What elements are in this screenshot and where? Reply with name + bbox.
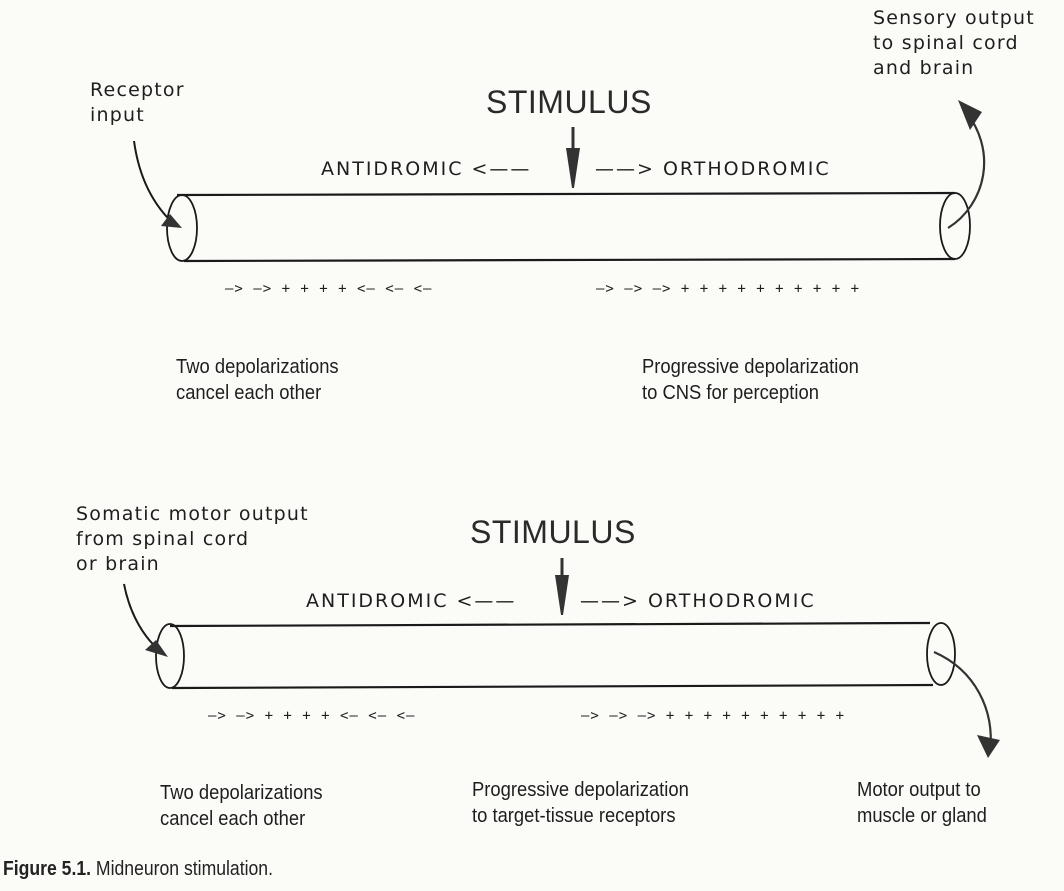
depolarization-sequence-right-motor: —> —> —> + + + + + + + + + + <box>581 708 846 724</box>
somatic-input-arrow <box>123 583 168 657</box>
caption-cancel-sensory: Two depolarizations cancel each other <box>176 356 339 404</box>
somatic-input-label: Somatic motor output from spinal cord or… <box>76 503 309 575</box>
figure-number: Figure 5.1. <box>3 858 92 880</box>
caption-progressive-sensory: Progressive depolarization to CNS for pe… <box>642 356 859 404</box>
depolarization-sequence-left-motor: —> —> + + + + <— <— <— <box>208 708 416 724</box>
receptor-input-label: Receptor input <box>90 79 185 126</box>
stimulus-arrow-motor <box>555 558 569 615</box>
depolarization-sequence-right-sensory: —> —> —> + + + + + + + + + + <box>596 281 861 297</box>
orthodromic-label-motor: ——> ORTHODROMIC <box>580 590 816 612</box>
antidromic-label-sensory: ANTIDROMIC <—— <box>321 158 532 180</box>
axon-cylinder-motor <box>155 621 956 690</box>
antidromic-label-motor: ANTIDROMIC <—— <box>306 590 517 612</box>
stimulus-label-motor: STIMULUS <box>470 514 636 550</box>
figure-caption: Figure 5.1. Midneuron stimulation. <box>3 858 273 881</box>
figure-title: Midneuron stimulation. <box>91 858 273 880</box>
sensory-output-arrow <box>947 100 986 229</box>
sensory-output-label: Sensory output to spinal cord and brain <box>873 7 1035 79</box>
depolarization-sequence-left-sensory: —> —> + + + + <— <— <— <box>225 281 433 297</box>
axon-cylinder-sensory <box>166 191 971 263</box>
caption-cancel-motor: Two depolarizations cancel each other <box>160 782 323 830</box>
orthodromic-label-sensory: ——> ORTHODROMIC <box>595 158 831 180</box>
motor-output-arrow <box>933 650 1000 758</box>
stimulus-label-sensory: STIMULUS <box>486 84 652 120</box>
receptor-input-arrow <box>133 140 182 228</box>
caption-progressive-motor: Progressive depolarization to target-tis… <box>472 779 689 827</box>
caption-motor-output: Motor output to muscle or gland <box>857 779 987 827</box>
stimulus-arrow-sensory <box>566 127 580 188</box>
